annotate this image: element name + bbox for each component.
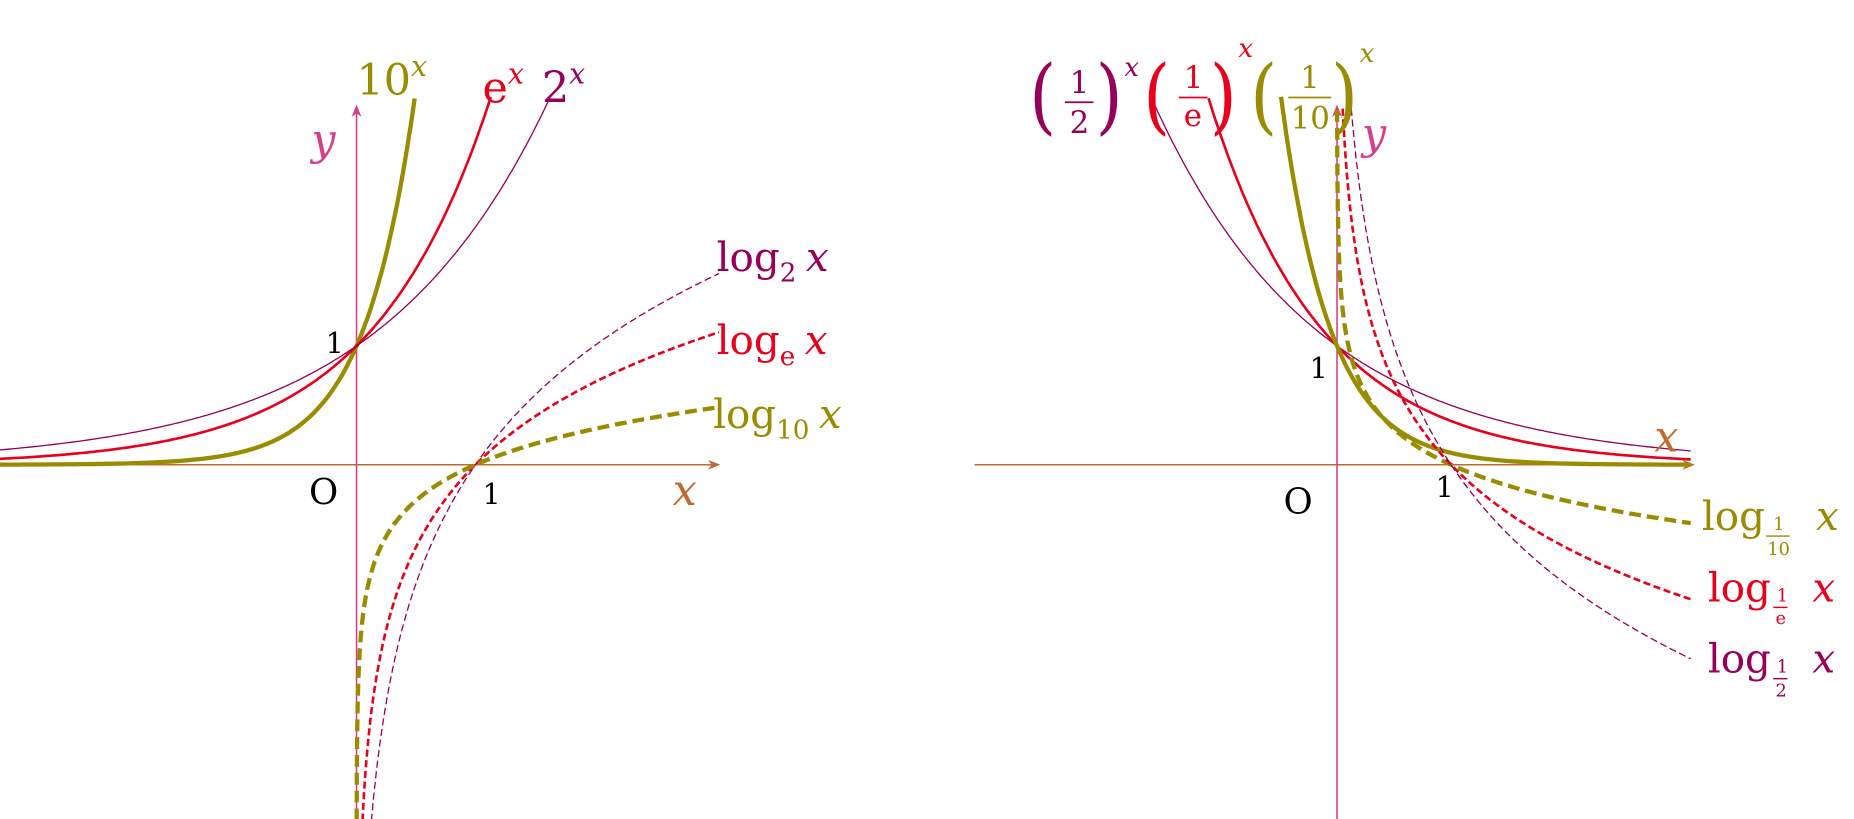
curves-left xyxy=(0,96,720,819)
svg-text:x: x xyxy=(1238,34,1253,64)
svg-text:x: x xyxy=(1812,635,1835,683)
origin-label: O xyxy=(309,472,338,513)
x-axis-label: x xyxy=(673,466,697,516)
svg-text:1: 1 xyxy=(1773,514,1784,535)
curve-e-x xyxy=(0,96,492,461)
x-tick-label: 1 xyxy=(483,478,501,511)
curve--1-2-x xyxy=(1150,97,1691,452)
label-2x: 2x xyxy=(542,57,585,113)
svg-text:): ) xyxy=(1331,47,1358,144)
label-log-half: log 1 2 x xyxy=(1708,635,1836,702)
right-panel: y x O 1 1 ( 1 2 ) x ( 1 e ) x ( 1 10 ) xyxy=(974,34,1839,819)
svg-text:e: e xyxy=(1776,608,1787,629)
svg-text:log: log xyxy=(1708,635,1771,683)
label-tenth-x: ( 1 10 ) x xyxy=(1250,39,1374,144)
curve-log-1-e-x xyxy=(1341,108,1692,601)
svg-text:1: 1 xyxy=(1777,657,1788,678)
svg-text:10: 10 xyxy=(1291,100,1330,136)
curve-log-e-x xyxy=(361,330,720,819)
svg-text:x: x xyxy=(1816,492,1839,540)
curve-log-1-10-x xyxy=(1334,110,1692,526)
svg-text:(: ( xyxy=(1029,47,1056,144)
svg-text:(: ( xyxy=(1250,47,1277,144)
svg-text:(: ( xyxy=(1143,47,1170,144)
svg-text:e: e xyxy=(1184,98,1202,134)
x-tick-label: 1 xyxy=(1436,471,1454,504)
label-log-inv-e: log 1 e x xyxy=(1708,563,1836,629)
label-half-x: ( 1 2 ) x xyxy=(1029,47,1139,144)
curve-log-2-x xyxy=(370,272,720,819)
curve-10-x xyxy=(0,98,417,467)
svg-text:x: x xyxy=(1124,53,1139,83)
y-axis-label: y xyxy=(1360,110,1387,160)
y-axis-label: y xyxy=(309,116,336,166)
svg-text:1: 1 xyxy=(1184,60,1204,96)
curve--1-10-x xyxy=(1278,96,1691,467)
svg-text:log: log xyxy=(1702,492,1765,540)
svg-text:log: log xyxy=(1708,563,1771,611)
svg-text:1: 1 xyxy=(1777,585,1788,606)
svg-text:): ) xyxy=(1096,47,1123,144)
curve-2-x xyxy=(0,97,551,451)
svg-text:2: 2 xyxy=(1070,105,1090,141)
curves-right xyxy=(1150,96,1692,660)
svg-text:2: 2 xyxy=(1776,681,1787,702)
svg-text:x: x xyxy=(1360,39,1375,69)
y-tick-label: 1 xyxy=(1310,352,1328,385)
y-tick-label: 1 xyxy=(326,327,344,360)
x-axis-label: x xyxy=(1654,413,1678,463)
svg-text:10: 10 xyxy=(1767,539,1790,560)
curve-log-1-2-x xyxy=(1350,108,1691,660)
curve-log-10-x xyxy=(354,405,720,819)
label-ex: ex xyxy=(483,57,524,113)
svg-text:1: 1 xyxy=(1300,60,1320,96)
label-log-tenth: log 1 10 x xyxy=(1702,492,1839,560)
label-inv-e-x: ( 1 e ) x xyxy=(1143,34,1253,144)
curve--1-e-x xyxy=(1207,97,1691,461)
svg-text:): ) xyxy=(1210,47,1237,144)
svg-text:x: x xyxy=(1812,563,1835,611)
label-10x: 10x xyxy=(357,50,428,106)
svg-text:1: 1 xyxy=(1070,65,1090,101)
origin-label: O xyxy=(1284,481,1313,522)
